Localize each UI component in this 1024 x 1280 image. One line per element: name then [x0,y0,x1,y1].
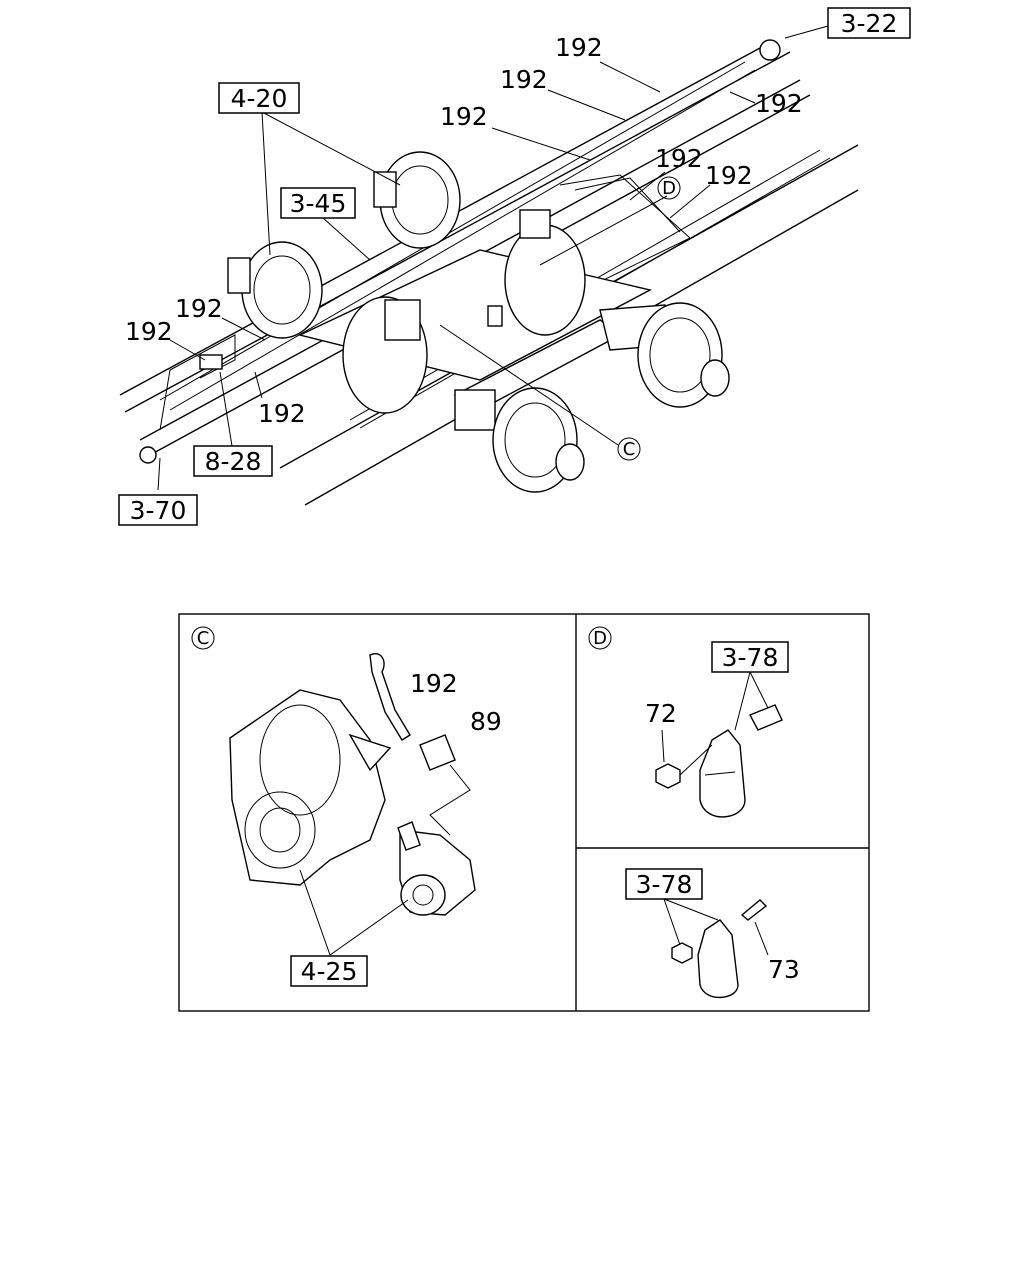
svg-text:3-78: 3-78 [636,870,693,899]
label-192-i: 192 [258,399,306,428]
label-192-a: 192 [555,33,603,62]
callout-4-20: 4-20 [218,82,300,114]
marker-d-top: D [657,176,681,200]
callout-3-70: 3-70 [118,494,198,526]
svg-text:3-22: 3-22 [841,9,898,38]
svg-text:4-25: 4-25 [301,957,358,986]
label-192-b: 192 [500,65,548,94]
svg-text:C: C [623,439,636,460]
label-192-d: 192 [440,102,488,131]
detail-frame [178,613,870,1012]
hub-upper [373,151,461,249]
svg-text:4-20: 4-20 [231,84,288,113]
marker-d-panel: D [588,626,612,650]
callout-3-22: 3-22 [827,7,911,39]
label-192-f: 192 [705,161,753,190]
detail-d-lower: 3-78 [625,868,769,999]
label-192-c: 192 [755,89,803,118]
marker-c-top: C [617,437,641,461]
svg-text:D: D [593,628,607,649]
callout-3-45: 3-45 [280,187,356,219]
label-89: 89 [470,707,502,736]
detail-c: C [191,626,476,956]
svg-text:3-45: 3-45 [290,189,347,218]
callout-3-78-upper: 3-78 [711,641,789,673]
detail-d: D 3-78 72 [588,626,789,818]
svg-text:C: C [197,628,210,649]
svg-text:D: D [662,178,676,199]
callout-3-78-lower: 3-78 [625,868,703,900]
hub-lower [492,387,585,493]
hub-right [637,302,730,408]
svg-text:3-78: 3-78 [722,643,779,672]
svg-text:8-28: 8-28 [205,447,262,476]
label-73: 73 [768,955,800,984]
label-192-h: 192 [125,317,173,346]
hub-left [227,241,323,339]
label-192-e: 192 [655,144,703,173]
callout-4-25: 4-25 [290,955,368,987]
label-192-c-panel: 192 [410,669,458,698]
callout-8-28: 8-28 [193,445,273,477]
svg-text:3-70: 3-70 [130,496,187,525]
label-72: 72 [645,699,677,728]
axle-assembly-drawing [119,25,859,506]
label-192-g: 192 [175,294,223,323]
marker-c-panel: C [191,626,215,650]
